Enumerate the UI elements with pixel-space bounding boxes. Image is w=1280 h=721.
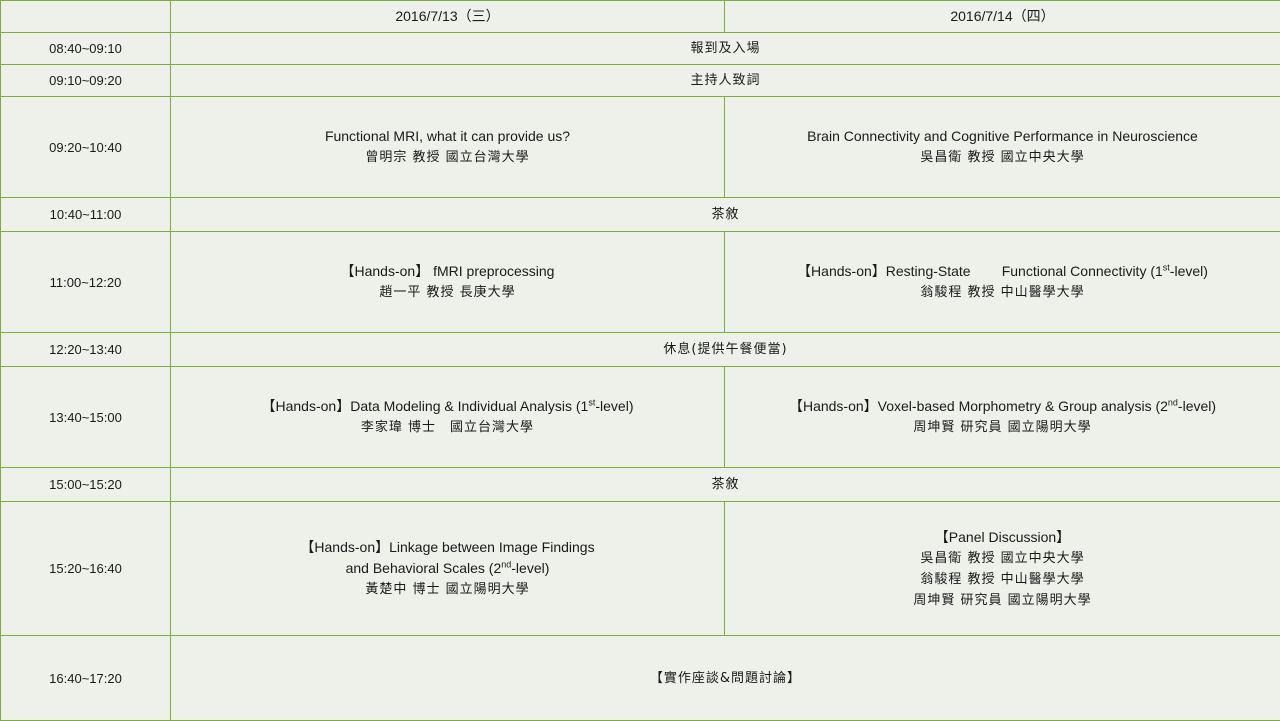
table-row: 13:40~15:00 【Hands-on】Data Modeling & In… [1,367,1280,468]
speaker: 李家瑋 博士 國立台灣大學 [177,417,718,438]
session-title: 【Hands-on】 fMRI preprocessing [177,261,718,282]
day2-session: Brain Connectivity and Cognitive Perform… [725,97,1280,198]
table-row: 15:20~16:40 【Hands-on】Linkage between Im… [1,502,1280,636]
table-row: 09:20~10:40 Functional MRI, what it can … [1,97,1280,198]
session-title: 【Hands-on】Linkage between Image Findings [177,537,718,558]
table-row: 09:10~09:20 主持人致詞 [1,65,1280,97]
table-row: 15:00~15:20 茶敘 [1,468,1280,502]
day2-session: 【Panel Discussion】 吳昌衛 教授 國立中央大學 翁駿程 教授 … [725,502,1280,636]
session-title: 【Hands-on】Voxel-based Morphometry & Grou… [731,396,1274,417]
day2-session: 【Hands-on】Voxel-based Morphometry & Grou… [725,367,1280,468]
speaker: 吳昌衛 教授 國立中央大學 [731,147,1274,168]
day2-header: 2016/7/14（四） [725,1,1280,33]
time-cell: 15:00~15:20 [1,468,171,502]
day2-session: 【Hands-on】Resting-State Functional Conne… [725,232,1280,333]
time-header-cell [1,1,171,33]
session-cell: 休息(提供午餐便當) [171,333,1280,367]
session-cell: 茶敘 [171,198,1280,232]
panelist: 翁駿程 教授 中山醫學大學 [731,569,1274,590]
session-cell: 茶敘 [171,468,1280,502]
speaker: 翁駿程 教授 中山醫學大學 [731,282,1274,303]
time-cell: 09:10~09:20 [1,65,171,97]
session-title: Functional MRI, what it can provide us? [177,126,718,147]
time-cell: 12:20~13:40 [1,333,171,367]
table-row: 10:40~11:00 茶敘 [1,198,1280,232]
header-row: 2016/7/13（三） 2016/7/14（四） [1,1,1280,33]
time-cell: 11:00~12:20 [1,232,171,333]
session-title: 【Panel Discussion】 [731,527,1274,548]
table-row: 12:20~13:40 休息(提供午餐便當) [1,333,1280,367]
session-cell: 主持人致詞 [171,65,1280,97]
session-title: 【Hands-on】Resting-State Functional Conne… [731,261,1274,282]
speaker: 周坤賢 研究員 國立陽明大學 [731,417,1274,438]
time-cell: 16:40~17:20 [1,636,171,721]
panelist: 吳昌衛 教授 國立中央大學 [731,548,1274,569]
session-title: Brain Connectivity and Cognitive Perform… [731,126,1274,147]
time-cell: 08:40~09:10 [1,33,171,65]
day1-header: 2016/7/13（三） [171,1,725,33]
table-row: 16:40~17:20 【實作座談&問題討論】 [1,636,1280,721]
session-cell: 【實作座談&問題討論】 [171,636,1280,721]
panelist: 周坤賢 研究員 國立陽明大學 [731,590,1274,611]
table-row: 08:40~09:10 報到及入場 [1,33,1280,65]
speaker: 曾明宗 教授 國立台灣大學 [177,147,718,168]
day1-session: 【Hands-on】 fMRI preprocessing 趙一平 教授 長庚大… [171,232,725,333]
session-title: 【Hands-on】Data Modeling & Individual Ana… [177,396,718,417]
session-cell: 報到及入場 [171,33,1280,65]
speaker: 黃楚中 博士 國立陽明大學 [177,579,718,600]
time-cell: 10:40~11:00 [1,198,171,232]
time-cell: 13:40~15:00 [1,367,171,468]
day1-session: 【Hands-on】Data Modeling & Individual Ana… [171,367,725,468]
session-title-cont: and Behavioral Scales (2nd-level) [177,558,718,579]
time-cell: 09:20~10:40 [1,97,171,198]
time-cell: 15:20~16:40 [1,502,171,636]
speaker: 趙一平 教授 長庚大學 [177,282,718,303]
day1-session: 【Hands-on】Linkage between Image Findings… [171,502,725,636]
table-row: 11:00~12:20 【Hands-on】 fMRI preprocessin… [1,232,1280,333]
day1-session: Functional MRI, what it can provide us? … [171,97,725,198]
